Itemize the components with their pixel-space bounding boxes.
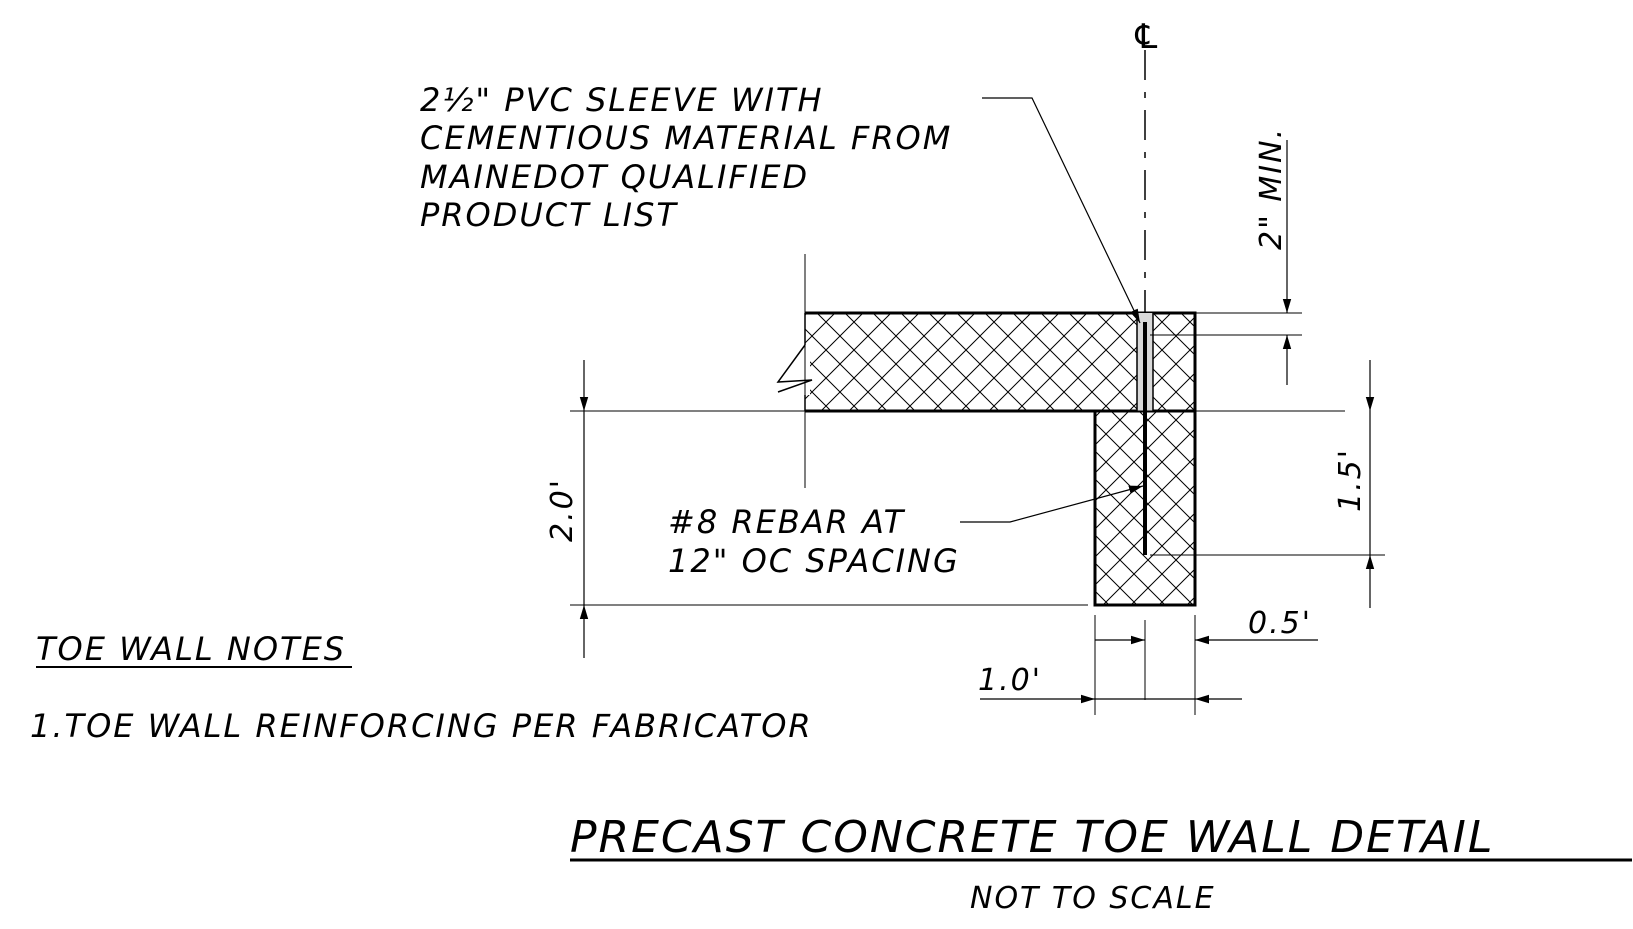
extension-lines (570, 254, 1385, 715)
wall-thickness-label: 1.0' (978, 663, 1042, 698)
sleeve-note-line: PRODUCT LIST (420, 196, 678, 234)
rebar-note: #8 REBAR AT 12" OC SPACING (668, 503, 960, 580)
detail-title: PRECAST CONCRETE TOE WALL DETAIL (570, 812, 1494, 863)
centerline-symbol: ℄ (1131, 17, 1161, 57)
note-item: 1.TOE WALL REINFORCING PER FABRICATOR (30, 707, 813, 745)
total-height-label: 2.0' (545, 478, 580, 542)
sleeve-note-line: 2½" PVC SLEEVE WITH (420, 81, 824, 119)
rebar-note-line: #8 REBAR AT (668, 503, 906, 541)
min-cover-label: 2" MIN. (1254, 127, 1289, 250)
sleeve-note-leader (982, 97, 1141, 324)
half-width-label: 0.5' (1248, 606, 1312, 641)
sleeve-note-line: CEMENTIOUS MATERIAL FROM (420, 119, 952, 157)
rebar-note-leader (960, 485, 1144, 523)
notes-heading: TOE WALL NOTES (36, 630, 346, 668)
sleeve-note: 2½" PVC SLEEVE WITH CEMENTIOUS MATERIAL … (420, 81, 952, 234)
break-line (770, 344, 813, 395)
rebar-note-line: 12" OC SPACING (668, 542, 960, 580)
sleeve-note-line: MAINEDOT QUALIFIED (420, 158, 809, 196)
slab-section (804, 311, 1197, 413)
scale-note: NOT TO SCALE (970, 881, 1216, 916)
wall-height-label: 1.5' (1333, 448, 1368, 512)
